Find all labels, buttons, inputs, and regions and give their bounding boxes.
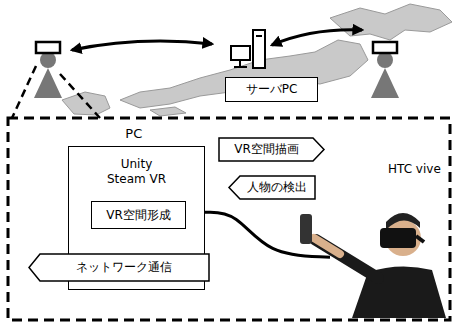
node-body-text: Unity Steam VR [101,157,173,187]
cable-connector [205,212,330,257]
node-label: VR空間形成 [106,208,171,223]
zoom-leader-line [60,74,100,118]
device-label: HTC vive [330,158,450,318]
process-arrow: 人物の検出 [228,175,316,200]
zoom-leader-line [12,66,36,118]
node-label: PC [125,126,142,142]
module-box: VR空間形成 [91,201,186,229]
zoom-frame [8,118,450,320]
arrow-shape-outline [219,138,324,161]
process-arrow: VR空間描画 [218,137,325,162]
node-label: 人物の検出 [247,180,307,195]
server-pc-icon [231,30,265,68]
network-arrow [72,41,212,50]
user-figure-left [34,42,62,98]
node-label: VR空間描画 [234,142,299,157]
process-arrow: ネットワーク通信 [28,253,210,282]
network-arrow [272,30,362,45]
node-label: ネットワーク通信 [76,260,172,275]
arrow-shape-outline [29,254,209,281]
japan-map [62,4,452,116]
user-figure-right [371,42,399,98]
server-label-box: サーバPC [225,77,318,102]
node-label: HTC vive [388,162,441,177]
vr-user-photo [300,213,446,318]
arrow-shape-outline [229,176,315,199]
node-label: サーバPC [246,82,298,97]
